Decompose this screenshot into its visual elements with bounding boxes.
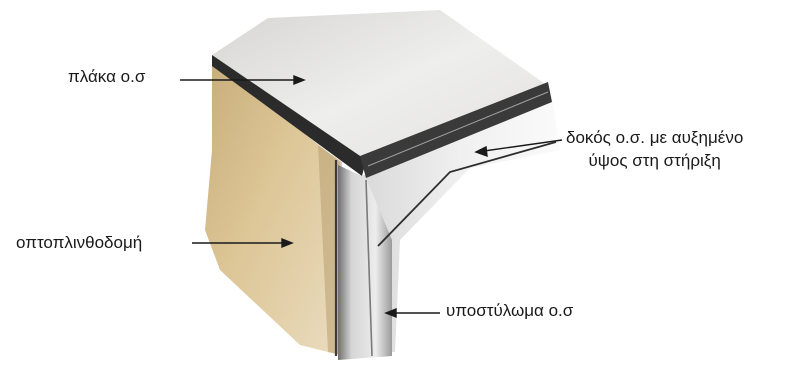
label-slab: πλάκα ο.σ	[68, 66, 145, 89]
label-beam: δοκός ο.σ. με αυξημένο ύψος στη στήριξη	[566, 127, 743, 173]
label-column: υποστύλωμα ο.σ	[446, 300, 573, 323]
label-beam-line2: ύψος στη στήριξη	[566, 150, 743, 173]
label-masonry: οπτοπλινθοδομή	[16, 232, 142, 255]
label-beam-line1: δοκός ο.σ. με αυξημένο	[566, 127, 743, 150]
